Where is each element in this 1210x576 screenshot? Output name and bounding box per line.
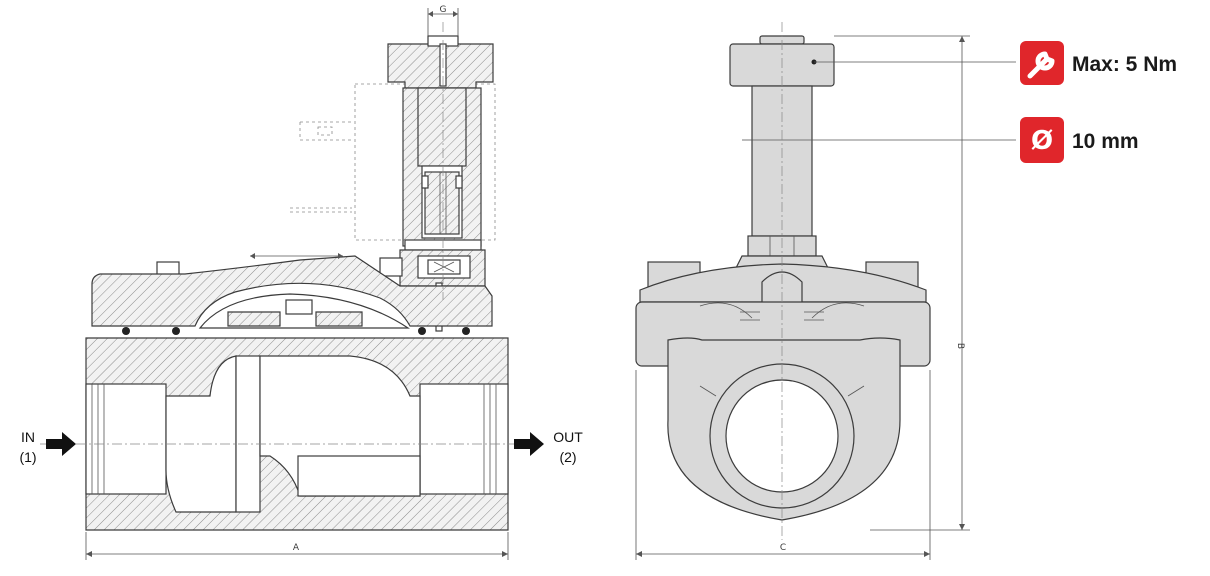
dimension-c-label: C xyxy=(780,543,786,553)
pilot-seat xyxy=(399,249,486,332)
dimension-g-label: G xyxy=(440,5,447,15)
armature-tube xyxy=(402,87,482,251)
diameter-text: 10 mm xyxy=(1072,130,1139,153)
arrow-right-icon xyxy=(46,432,76,456)
diameter-symbol: Ø xyxy=(1031,126,1053,156)
inlet-label: IN xyxy=(21,429,35,445)
arrow-right-icon xyxy=(514,432,544,456)
diameter-icon: Ø xyxy=(1020,117,1064,163)
dimension-a-label: A xyxy=(293,543,300,553)
wrench-icon xyxy=(1020,41,1064,85)
section-view: G xyxy=(19,5,583,560)
top-nut xyxy=(387,35,494,89)
dimension-g: G xyxy=(427,5,459,36)
dimension-b-label: B xyxy=(955,343,965,349)
torque-spec: Max: 5 Nm xyxy=(1020,41,1177,85)
seals xyxy=(122,327,470,335)
bonnet xyxy=(91,253,493,329)
cover-ribs xyxy=(699,302,865,319)
diameter-spec: Ø 10 mm xyxy=(1020,117,1139,163)
outlet-label: OUT xyxy=(553,429,583,445)
inlet-number: (1) xyxy=(19,449,36,465)
torque-text: Max: 5 Nm xyxy=(1072,53,1177,76)
dimension-a: A xyxy=(85,532,509,560)
dimension-c: C xyxy=(635,370,931,560)
dimension-b: B xyxy=(834,35,970,531)
end-view: B C xyxy=(635,22,1016,560)
body-edges xyxy=(699,385,865,397)
seal-lines xyxy=(740,311,824,321)
outlet-number: (2) xyxy=(559,449,576,465)
inlet-port: IN (1) xyxy=(19,429,76,465)
outlet-port: OUT (2) xyxy=(514,429,583,465)
valve-body xyxy=(85,337,509,531)
